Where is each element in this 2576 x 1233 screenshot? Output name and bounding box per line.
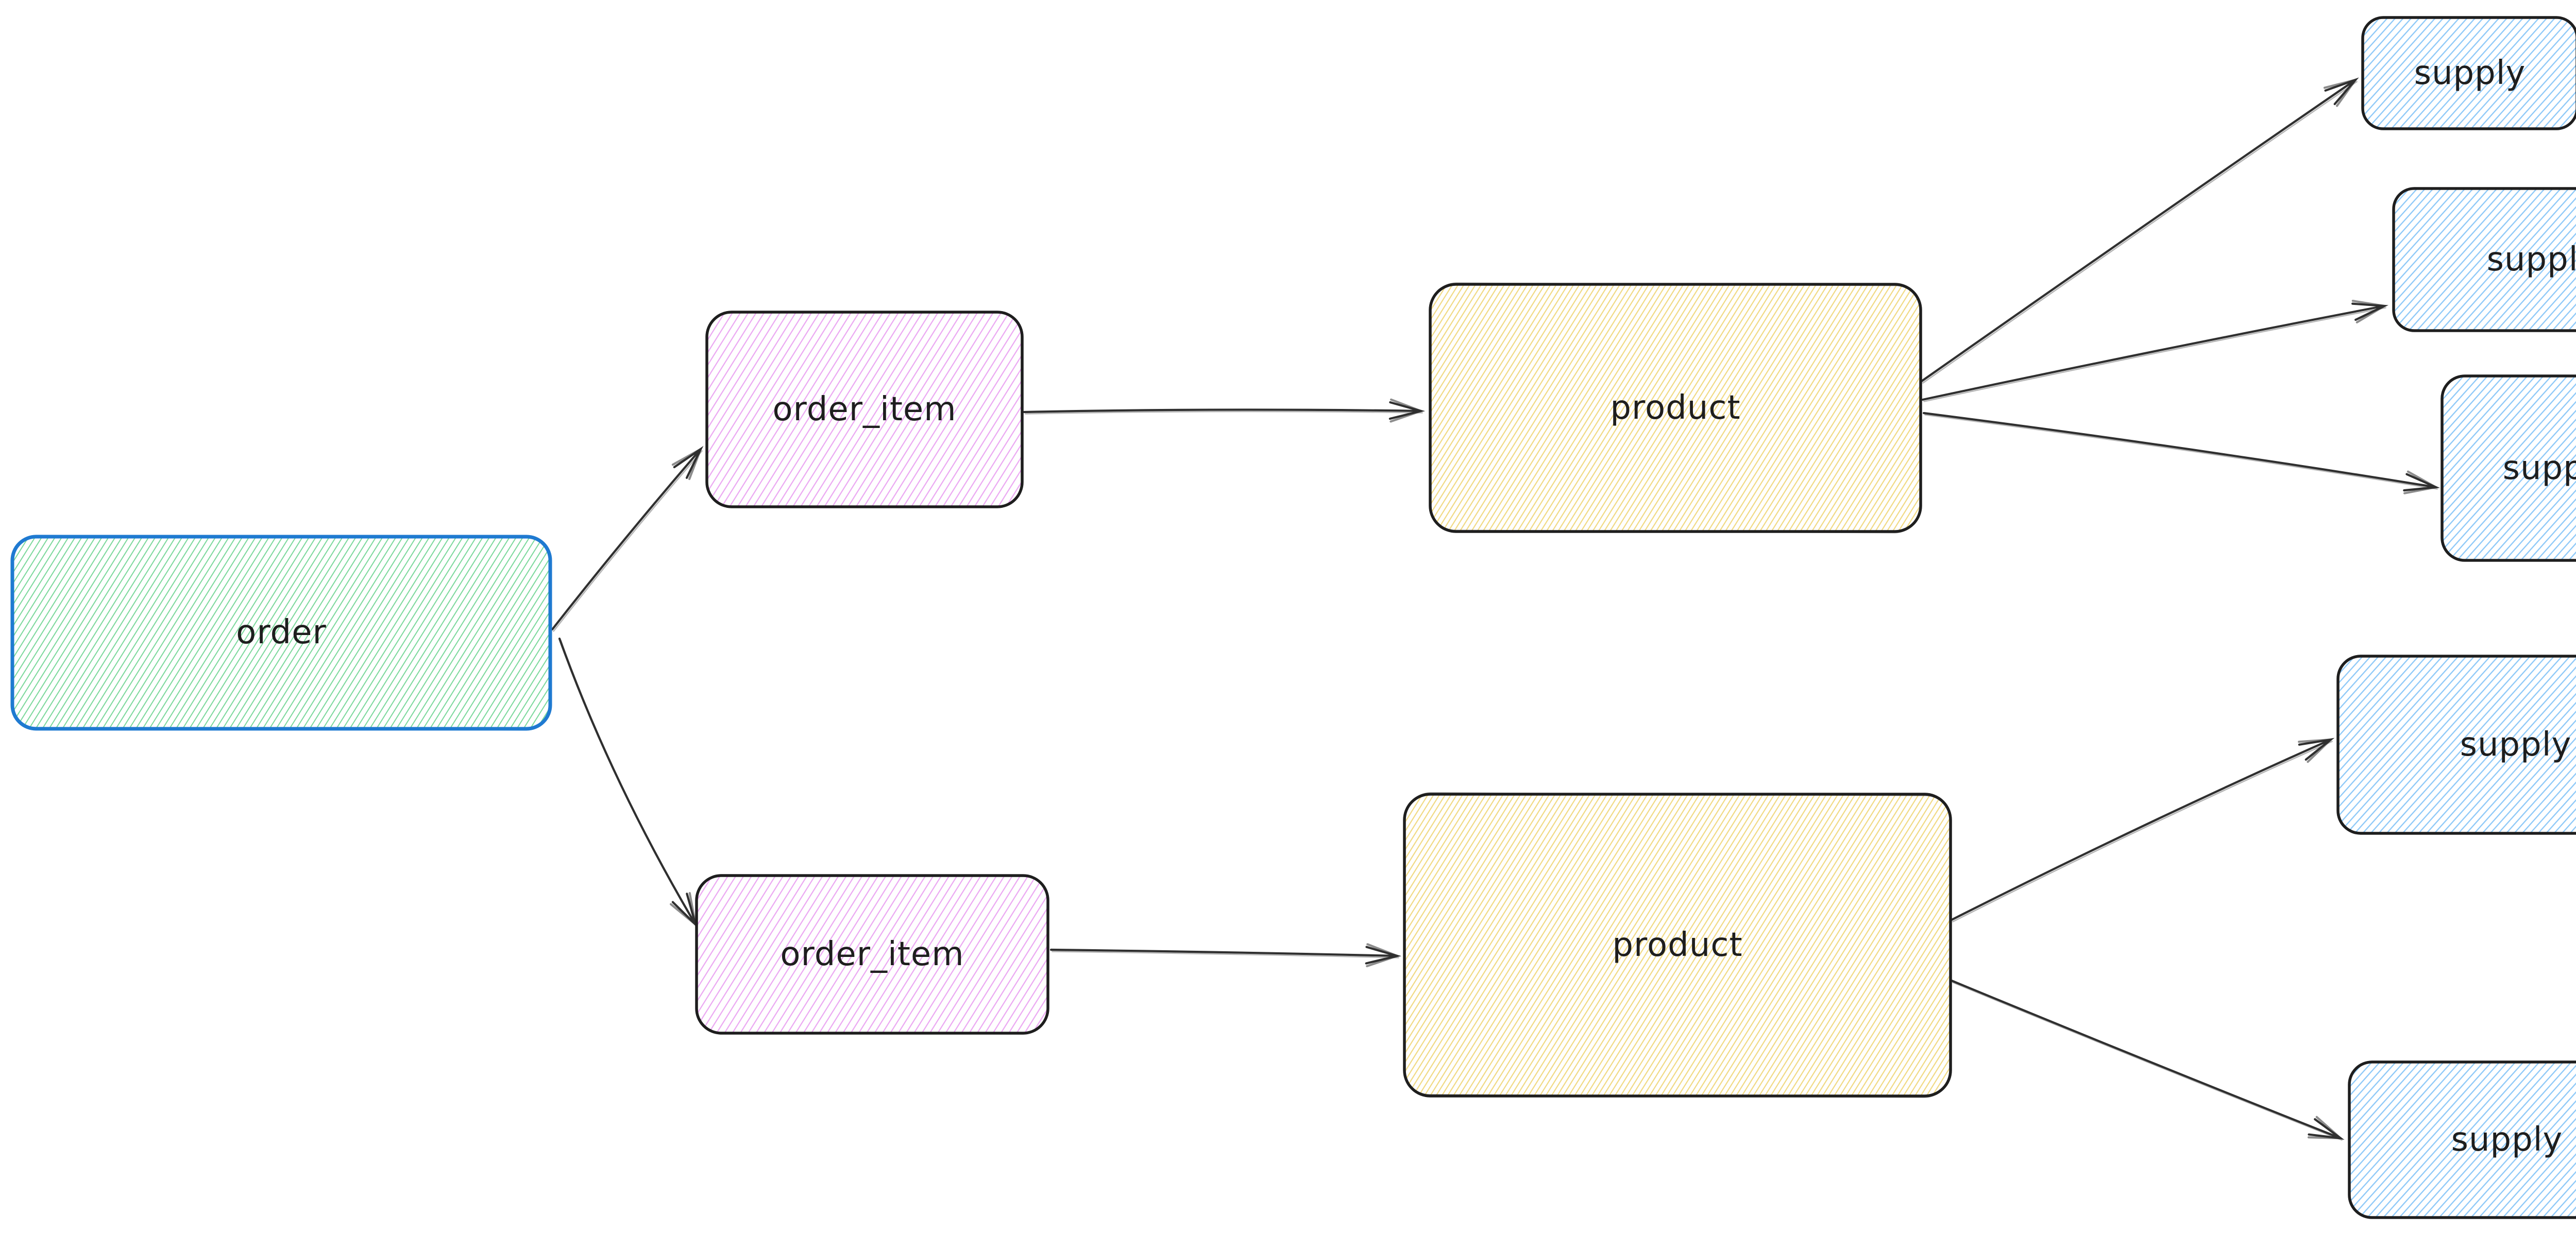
supply-1-shape-overdraw xyxy=(2362,16,2576,130)
order-item-2-shape xyxy=(695,874,1049,1035)
arrow-ghost-stroke xyxy=(560,640,698,927)
arrowhead xyxy=(2403,470,2439,494)
arrowhead xyxy=(671,447,703,481)
node-supply-4[interactable]: supply xyxy=(2336,655,2576,835)
product-1-shape-overdraw xyxy=(1429,282,1922,534)
arrow-ghost-stroke xyxy=(1952,741,2333,922)
arrow-product_1-to-supply_1[interactable] xyxy=(1920,77,2359,384)
node-product-2[interactable]: product xyxy=(1403,792,1952,1098)
node-supply-1[interactable]: supply xyxy=(2361,16,2576,130)
arrow-line xyxy=(1023,408,1422,414)
arrow-line xyxy=(1922,412,2437,489)
product-1-label: product xyxy=(1610,389,1740,427)
arrowhead xyxy=(1389,398,1425,423)
supply-2-shape xyxy=(2392,187,2576,332)
order-item-2-label: order_item xyxy=(780,935,964,973)
supply-2-shape-overdraw xyxy=(2393,187,2576,332)
supply-1-label: supply xyxy=(2414,54,2526,92)
arrow-product_1-to-supply_3[interactable] xyxy=(1922,412,2441,494)
supply-3-shape-overdraw xyxy=(2441,374,2576,562)
supply-3-label: supply xyxy=(2503,449,2576,487)
supply-1-shape xyxy=(2361,16,2576,130)
supply-3-shape xyxy=(2441,374,2576,562)
node-supply-3[interactable]: supply xyxy=(2441,374,2576,562)
arrow-ghost-stroke xyxy=(1952,982,2343,1141)
supply-2-label: supply xyxy=(2487,241,2576,279)
node-supply-5[interactable]: supply xyxy=(2348,1060,2576,1219)
supply-4-shape xyxy=(2336,655,2576,835)
arrow-ghost-stroke xyxy=(553,450,703,632)
arrow-ghost-stroke xyxy=(1025,410,1423,415)
arrow-line xyxy=(1921,304,2386,401)
arrow-order_item_1-to-product_1[interactable] xyxy=(1023,398,1426,423)
supply-4-shape-overdraw xyxy=(2337,655,2576,835)
supply-4-label: supply xyxy=(2460,726,2572,764)
product-2-label: product xyxy=(1612,926,1742,964)
arrowhead xyxy=(2307,1116,2344,1140)
order-item-1-label: order_item xyxy=(772,390,956,429)
node-order-item-2[interactable]: order_item xyxy=(695,874,1049,1035)
node-order-item-1[interactable]: order_item xyxy=(705,311,1024,508)
product-2-shape xyxy=(1403,793,1952,1098)
arrow-ghost-stroke xyxy=(1924,414,2438,490)
order-shape-overdraw xyxy=(11,535,552,731)
order-label: order xyxy=(236,613,327,652)
supply-5-label: supply xyxy=(2451,1121,2563,1159)
arrow-product_1-to-supply_2[interactable] xyxy=(1921,300,2389,402)
arrow-line xyxy=(1920,78,2357,383)
arrow-order-to-order_item_2[interactable] xyxy=(558,637,698,929)
arrow-line xyxy=(551,448,702,631)
arrowhead xyxy=(1366,943,1401,967)
supply-5-shape-overdraw xyxy=(2348,1060,2576,1219)
edges-layer xyxy=(551,77,2441,1141)
node-product-1[interactable]: product xyxy=(1429,282,1922,534)
arrow-product_2-to-supply_4[interactable] xyxy=(1950,738,2335,922)
product-1-shape xyxy=(1429,283,1922,533)
order-item-1-shape-overdraw xyxy=(705,311,1024,508)
arrow-line xyxy=(558,637,697,926)
arrow-ghost-stroke xyxy=(1052,951,1399,958)
product-2-shape-overdraw xyxy=(1403,792,1952,1098)
node-order[interactable]: order xyxy=(10,535,552,731)
order-shape xyxy=(10,535,552,731)
arrow-line xyxy=(1950,979,2342,1140)
arrow-ghost-stroke xyxy=(1923,307,2386,402)
arrow-line xyxy=(1950,738,2332,921)
arrowhead xyxy=(2351,300,2388,323)
arrowhead xyxy=(2298,738,2334,763)
order-item-1-shape xyxy=(705,311,1024,508)
order-item-2-shape-overdraw xyxy=(696,874,1049,1035)
arrow-order-to-order_item_1[interactable] xyxy=(551,446,704,632)
arrow-order_item_2-to-product_2[interactable] xyxy=(1049,943,1402,967)
node-supply-2[interactable]: supply xyxy=(2392,187,2576,332)
arrow-product_2-to-supply_5[interactable] xyxy=(1950,979,2345,1141)
arrow-ghost-stroke xyxy=(1922,81,2358,384)
arrow-line xyxy=(1049,948,1399,957)
arrowhead xyxy=(2323,78,2359,107)
supply-5-shape xyxy=(2348,1060,2576,1219)
